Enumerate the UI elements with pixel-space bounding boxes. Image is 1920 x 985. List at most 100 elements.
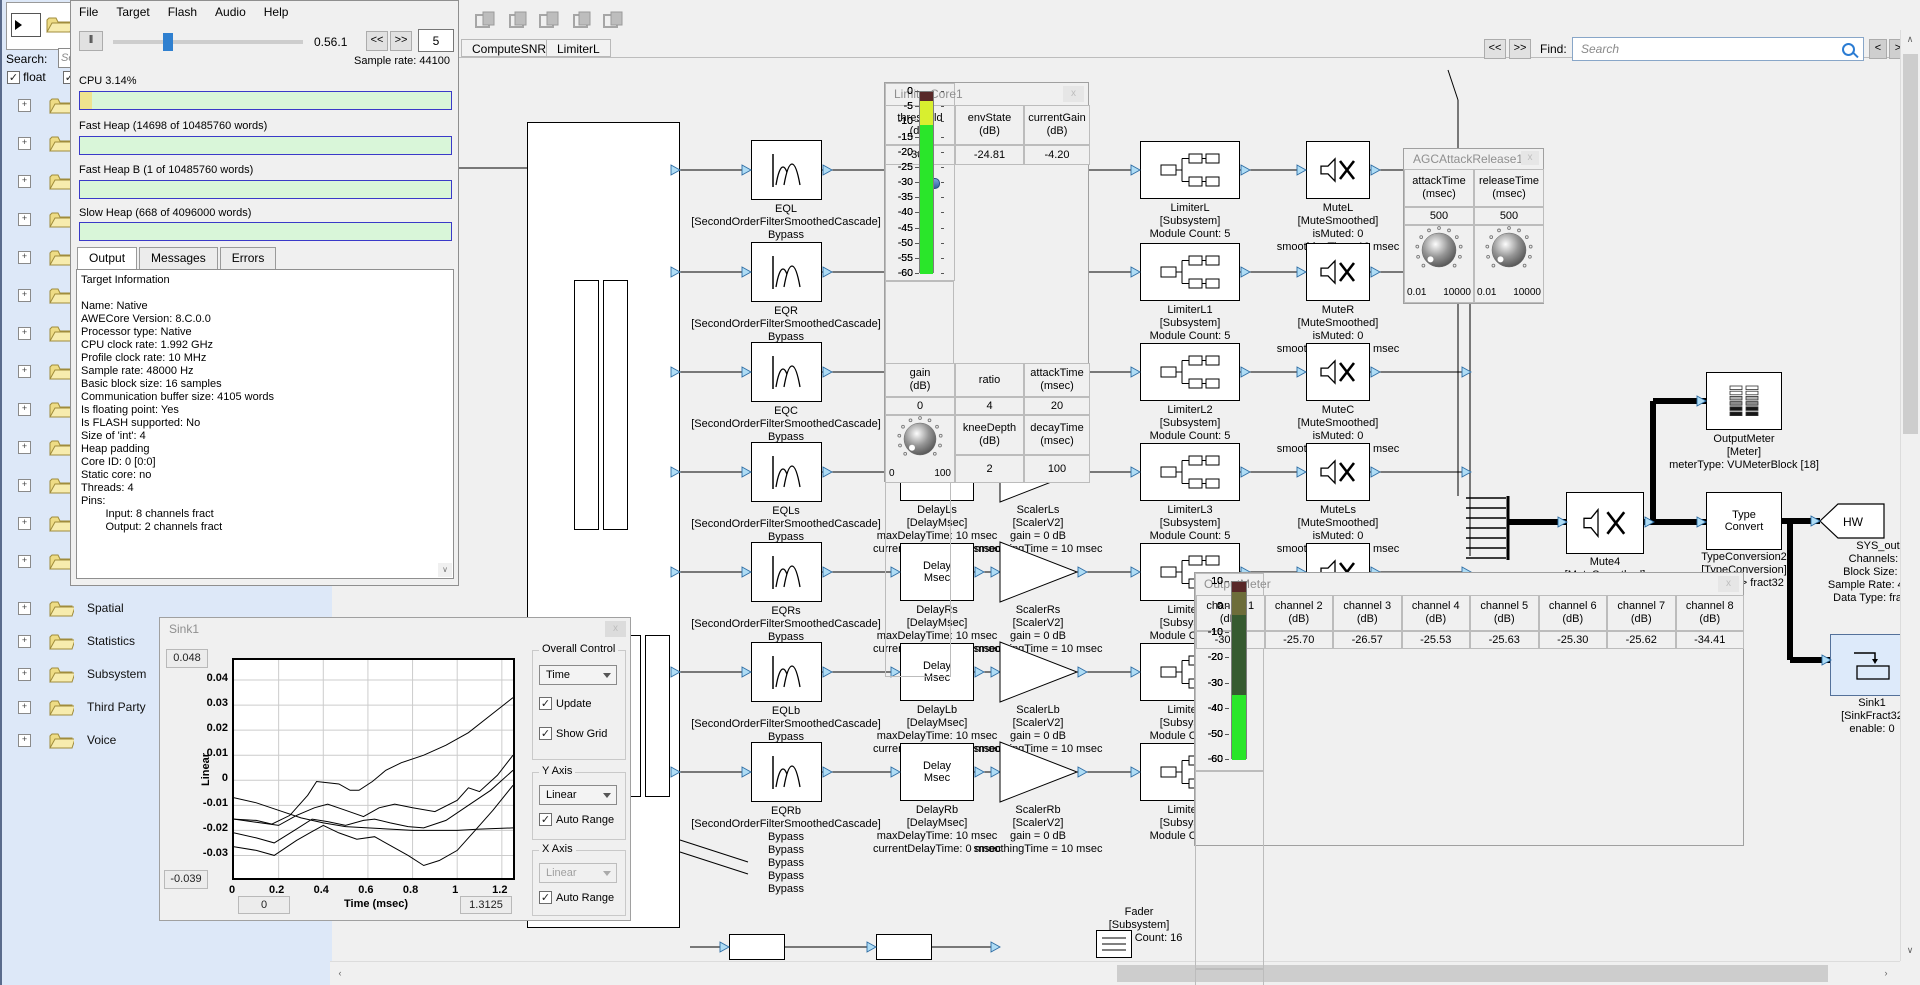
block-EQR[interactable] [751,242,822,302]
block-count-input[interactable] [418,29,454,52]
window-titlebar[interactable]: Sink1 [160,618,630,640]
pause-button[interactable]: ‖ [79,31,103,51]
block-MuteL[interactable] [1306,141,1370,199]
sink-plot [232,658,515,880]
block-LimiterL[interactable] [1140,141,1240,199]
limitercore1-window[interactable]: LimiterCore1 x threshold(dB)-30.4envStat… [884,82,1089,482]
close-icon[interactable]: x [1718,576,1739,592]
tick-label: -60 [886,267,913,279]
block-LimiterL2[interactable] [1140,343,1240,401]
x-auto-range-checkbox[interactable]: ✓ [539,891,552,904]
y-tick-label: -0.03 [188,847,228,859]
x-tick-label: 0.8 [403,884,418,896]
agcattackrelease1-window[interactable]: AGCAttackRelease1 x attackTime(msec)5000… [1403,148,1544,304]
close-icon[interactable]: x [1521,151,1539,165]
outputmeter-window[interactable]: OutputMeter x channel 1(dB)-30.63100-10-… [1194,572,1744,846]
x-max-field[interactable]: 1.3125 [460,896,512,914]
block-EQL[interactable] [751,140,822,200]
param-value-releaseTime[interactable]: 500 [1474,207,1544,225]
menu-audio[interactable]: Audio [215,5,246,19]
menu-file[interactable]: File [79,5,98,19]
block-outputmeter[interactable] [1706,372,1782,430]
prev-button[interactable]: << [366,31,388,51]
scroll-left-icon[interactable]: ‹ [334,968,346,978]
scroll-up-icon[interactable]: ∧ [1903,34,1917,45]
y-tick-label: 0.02 [188,722,228,734]
position-slider[interactable] [113,40,303,44]
tick [941,137,944,138]
scroll-right-icon[interactable]: › [1880,968,1892,978]
block-marker[interactable] [1096,930,1132,958]
position-slider-thumb[interactable] [163,33,173,51]
param-value-attackTime[interactable]: 500 [1404,207,1474,225]
window-titlebar[interactable]: LimiterCore1 [885,83,1088,105]
target-information-text: Target Information Name: Native AWECore … [81,274,437,576]
menu-help[interactable]: Help [264,5,289,19]
block-EQC[interactable] [751,342,822,402]
tick [1225,657,1229,658]
param-header-attackTime: attackTime(msec) [1404,169,1474,207]
console-tab-output[interactable]: Output [77,247,137,269]
output-console[interactable]: Target Information Name: Native AWECore … [76,269,454,579]
param-value-envState: -24.81 [955,145,1024,165]
scroll-down-icon[interactable]: ∨ [1903,945,1917,956]
block-EQLs[interactable] [751,442,822,502]
vertical-scrollbar[interactable]: ∧ ∨ [1900,30,1920,961]
vertical-scroll-thumb[interactable] [1903,54,1918,434]
x-min-field[interactable]: 0 [238,896,290,914]
close-icon[interactable]: x [1063,86,1084,102]
block-LimiterL1[interactable] [1140,243,1240,301]
console-tab-errors[interactable]: Errors [220,247,277,269]
block-EQRb[interactable] [751,742,822,802]
block-typeconversion2[interactable]: TypeConvert [1706,492,1782,550]
block-MuteLs[interactable] [1306,443,1370,501]
block-bottom-1[interactable] [729,934,785,960]
tick-label: -30 [886,176,913,188]
tick [1225,606,1229,607]
close-icon[interactable]: x [605,621,626,637]
y-max-field[interactable]: 0.048 [166,649,208,668]
block-LimiterL3[interactable] [1140,443,1240,501]
window-titlebar[interactable]: OutputMeter [1195,573,1743,595]
block-EQLb[interactable] [751,642,822,702]
gain-knob[interactable]: 0100 [885,415,955,483]
attacktime-value[interactable]: 20 [1024,397,1090,415]
kneedepth-value[interactable]: 2 [955,455,1024,483]
block-MuteC[interactable] [1306,343,1370,401]
block-MuteR[interactable] [1306,243,1370,301]
channel-value-3: -26.57 [1333,631,1402,649]
inner-module-rect [603,280,628,530]
block-EQRs[interactable] [751,542,822,602]
gain-value[interactable]: 0 [885,397,955,415]
releaseTime-knob[interactable]: 0.0110000 [1474,225,1544,303]
menu-flash[interactable]: Flash [168,5,197,19]
channel-header-2: channel 2(dB) [1265,595,1334,631]
sink1-window[interactable]: Sink1 x 0.048 -0.039 Linear 0 Time (msec… [159,617,631,921]
cpu-label: CPU 3.14% [79,75,136,87]
tick-label: -25 [886,161,913,173]
position-value: 0.56.1 [314,35,347,49]
block-mute4[interactable] [1566,492,1644,554]
y-min-field[interactable]: -0.039 [164,870,208,889]
search-icon[interactable] [1842,43,1855,56]
update-checkbox[interactable]: ✓ [539,697,552,710]
show-grid-checkbox[interactable]: ✓ [539,727,552,740]
overall-control-dropdown[interactable]: Time [539,665,617,685]
show-grid-checkbox-row: ✓Show Grid [539,727,607,740]
slow-heap-label: Slow Heap (668 of 4096000 words) [79,207,251,219]
ratio-value[interactable]: 4 [955,397,1024,415]
block-bottom-2[interactable] [876,934,932,960]
console-tab-messages[interactable]: Messages [139,247,218,269]
attackTime-knob[interactable]: 0.0110000 [1404,225,1474,303]
tick [1225,632,1229,633]
block-DelayRb[interactable]: DelayMsec [900,743,974,801]
menu-target[interactable]: Target [116,5,149,19]
horizontal-scrollbar[interactable]: ‹ › [330,961,1900,985]
decaytime-value[interactable]: 100 [1024,455,1090,483]
next-button[interactable]: >> [390,31,412,51]
y-axis-dropdown[interactable]: Linear [539,785,617,805]
channel-value-4: -25.53 [1402,631,1471,649]
meter-segment [1232,592,1246,615]
scroll-down-icon[interactable]: ∨ [438,563,452,577]
y-auto-range-checkbox[interactable]: ✓ [539,813,552,826]
